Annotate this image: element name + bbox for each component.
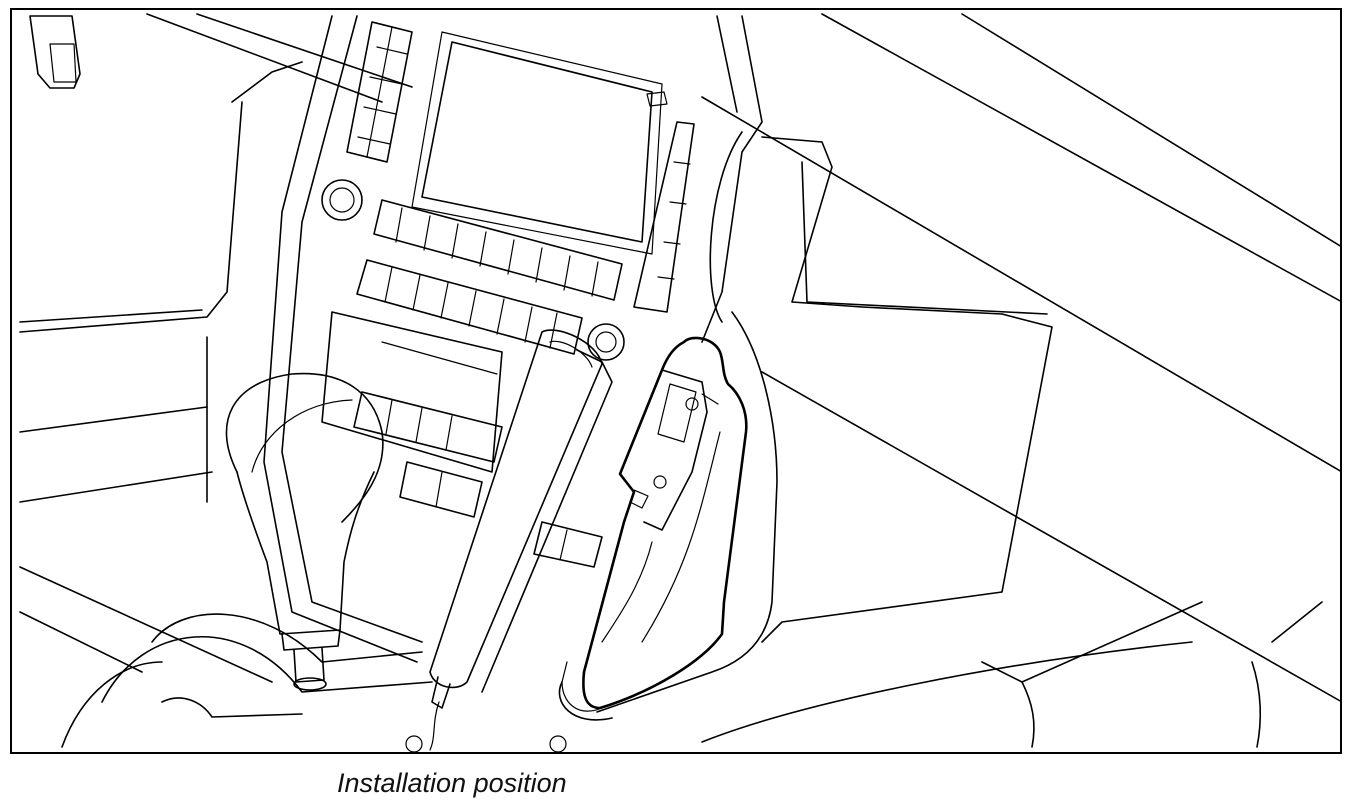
- side-panel: [558, 131, 1323, 748]
- installation-diagram: [10, 8, 1342, 754]
- handset-holder-bracket: [582, 336, 748, 710]
- dashboard-line-drawing: [19, 13, 1340, 752]
- figure-caption: Installation position: [337, 768, 567, 798]
- center-console: [263, 15, 763, 663]
- handset: [405, 329, 613, 752]
- gear-shift-lever: [61, 372, 433, 748]
- dashboard-contours: [19, 13, 1340, 702]
- air-vent-corner: [29, 15, 81, 89]
